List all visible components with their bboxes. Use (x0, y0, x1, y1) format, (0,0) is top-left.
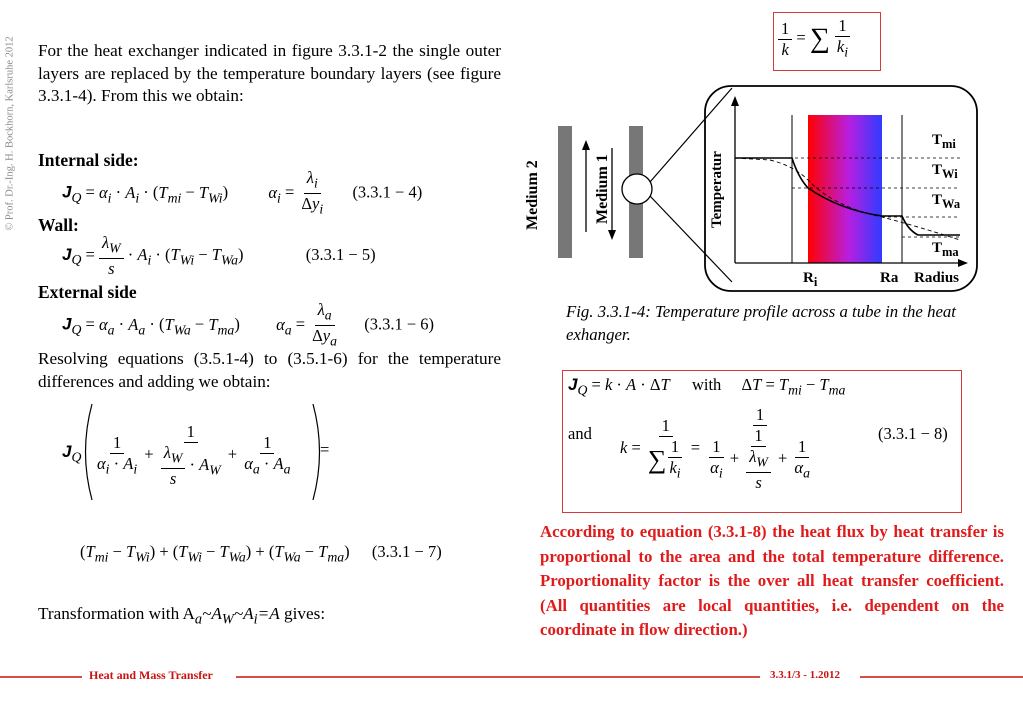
with-label: with (691, 375, 722, 394)
equation-6-number: (3.3.1 − 6) (364, 314, 435, 334)
wall-heading: Wall: (38, 215, 79, 235)
equation-8-number: (3.3.1 − 8) (878, 424, 948, 443)
equation-8-box (562, 370, 962, 513)
radius-label: Radius (914, 270, 960, 286)
x-axis-arrow-icon (958, 259, 968, 267)
equation-7: (Tmi − TWi) + (TWi − TWa) + (TWa − Tma) … (80, 542, 442, 565)
equation-equals: = (320, 440, 330, 459)
arrow-up-icon (582, 140, 590, 150)
arrow-down-icon (608, 230, 616, 240)
equation-7-number: (3.3.1 − 7) (371, 542, 442, 561)
overall-coefficient-box (773, 12, 881, 71)
equation-4-number: (3.3.1 − 4) (352, 182, 423, 202)
ri-label: Ri (803, 270, 818, 289)
equation-sum-bracket (84, 403, 321, 501)
t-wa-label: TWa (932, 192, 961, 211)
zoom-frame (704, 85, 978, 292)
t-wi-label: TWi (932, 162, 958, 181)
temperature-profile-figure (558, 85, 978, 292)
internal-side-heading: Internal side: (38, 150, 139, 170)
medium-2-label: Medium 2 (524, 160, 541, 230)
figure-caption: Fig. 3.3.1-4: Temperature profile across… (566, 302, 956, 344)
equation-flux-J: JQ (62, 442, 82, 465)
equation-8-flux: JQ = k · A · ΔT with ΔT = Tmi − Tma (568, 375, 846, 398)
footer-page-number: 3.3.1/3 - 1.2012 (770, 669, 840, 681)
intro-paragraph: For the heat exchanger indicated in figu… (38, 41, 501, 105)
ra-label: Ra (880, 270, 899, 286)
and-label: and (568, 424, 592, 443)
vertical-credit: © Prof. Dr.-Ing. H. Bockhorn, Karlsruhe … (4, 36, 16, 231)
footer-course-title: Heat and Mass Transfer (89, 668, 213, 682)
t-mi-label: Tmi (932, 132, 956, 151)
footer-rule (0, 676, 1023, 678)
equation-5-number: (3.3.1 − 5) (305, 244, 376, 264)
tube-wall-outer (558, 126, 572, 258)
temperature-profile-line (735, 157, 960, 236)
t-ma-label: Tma (932, 240, 959, 259)
resolving-paragraph: Resolving equations (3.5.1-4) to (3.5.1-… (38, 349, 501, 391)
transformation-text: Transformation with Aa~AW~Ai=A gives: (38, 604, 326, 628)
wall-gradient (808, 115, 882, 263)
medium-1-label: Medium 1 (594, 154, 611, 224)
temperature-axis-label: Temperatur (709, 151, 725, 228)
magnifier-circle (621, 173, 653, 205)
external-side-heading: External side (38, 282, 137, 302)
conclusion-paragraph: According to equation (3.3.1-8) the heat… (540, 522, 1004, 639)
y-axis-arrow-icon (731, 96, 739, 106)
